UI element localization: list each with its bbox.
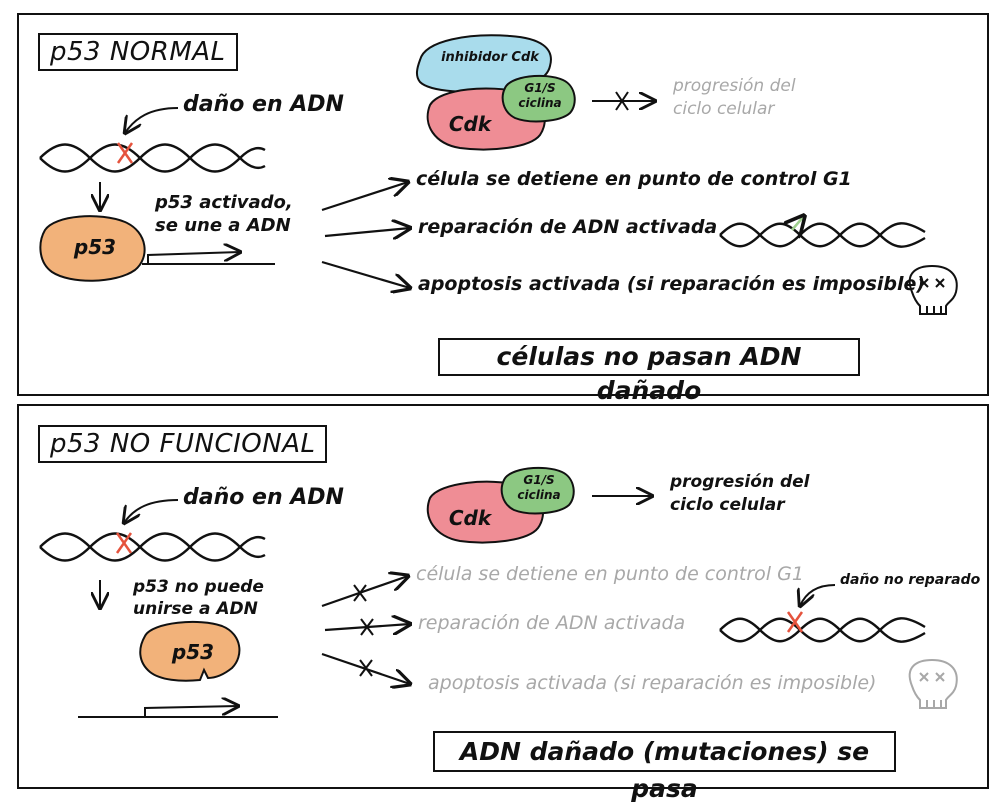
cyclin-label-bottom-line2: ciclina <box>517 488 561 502</box>
cdk-label-bottom: Cdk <box>448 506 492 530</box>
p53-protein-top <box>39 215 146 282</box>
p53-label-bottom: p53 <box>171 640 215 664</box>
effect-g1-arrest-top: célula se detiene en punto de control G1 <box>416 168 852 190</box>
p53-cannot-line1: p53 no puede <box>133 577 264 597</box>
promoter-arrow-bottom <box>144 706 238 717</box>
p53-activated-line1: p53 activado, <box>155 192 293 213</box>
skull-icon-top <box>908 264 958 315</box>
p53-label-top: p53 <box>73 235 117 259</box>
p53-activated-line2: se une a ADN <box>155 215 291 236</box>
effect-repair-top: reparación de ADN activada <box>418 216 718 238</box>
dna-helix-repaired <box>719 222 926 248</box>
outcome-top: células no pasan ADN dañado <box>438 338 860 405</box>
unrepaired-label: daño no reparado <box>840 572 981 588</box>
progression-bottom-line1: progresión del <box>670 472 810 492</box>
dna-helix-unrepaired <box>719 617 926 643</box>
damage-label-bottom: daño en ADN <box>183 485 344 510</box>
progression-top-line2: ciclo celular <box>673 99 775 119</box>
effect-apoptosis-top: apoptosis activada (si reparación es imp… <box>418 273 926 295</box>
cyclin-shape-bottom <box>500 466 575 515</box>
block-mark-g1 <box>353 584 367 602</box>
damage-pointer-arrow-top <box>125 107 179 133</box>
block-mark-apoptosis <box>359 659 373 677</box>
progression-top-line1: progresión del <box>673 76 796 96</box>
unrepaired-damage-mark <box>786 611 804 633</box>
effect-g1-arrest-bottom: célula se detiene en punto de control G1 <box>416 563 804 585</box>
outcome-bottom: ADN dañado (mutaciones) se pasa <box>433 731 896 803</box>
arrow-to-g1-arrest <box>321 182 408 212</box>
block-mark-progression <box>615 91 629 111</box>
cyclin-label-top-line1: G1/S <box>524 81 556 95</box>
dna-helix-bottom <box>39 532 266 562</box>
blocked-arrow-g1-arrest <box>321 576 408 608</box>
damage-mark-top <box>116 142 134 164</box>
effect-apoptosis-bottom: apoptosis activada (si reparación es imp… <box>428 672 877 694</box>
block-mark-repair <box>360 618 374 636</box>
unrepaired-pointer-arrow <box>800 584 836 606</box>
skull-icon-bottom <box>908 658 958 709</box>
promoter-arrow-top <box>147 252 240 264</box>
panel-p53-nonfunctional <box>17 404 989 789</box>
title-p53-nonfunctional: p53 NO FUNCIONAL <box>38 425 328 463</box>
cdk-label-top: Cdk <box>448 112 492 136</box>
arrow-to-apoptosis <box>321 260 410 288</box>
damage-pointer-arrow-bottom <box>124 499 179 523</box>
p53-protein-bottom <box>139 620 241 682</box>
cyclin-label-bottom-line1: G1/S <box>523 473 555 487</box>
dna-helix-top <box>39 143 266 173</box>
cyclin-label-top-line2: ciclina <box>518 96 562 110</box>
cyclin-shape-top <box>501 74 576 123</box>
effect-repair-bottom: reparación de ADN activada <box>418 612 686 634</box>
damage-label-top: daño en ADN <box>183 92 344 117</box>
repair-mark <box>792 216 804 230</box>
damage-mark-bottom <box>115 532 133 554</box>
arrow-to-repair <box>324 228 410 236</box>
p53-cannot-line2: unirse a ADN <box>133 599 258 619</box>
progression-bottom-line2: ciclo celular <box>670 495 785 515</box>
title-p53-normal: p53 NORMAL <box>38 33 238 71</box>
inhibitor-label: inhibidor Cdk <box>441 50 539 65</box>
